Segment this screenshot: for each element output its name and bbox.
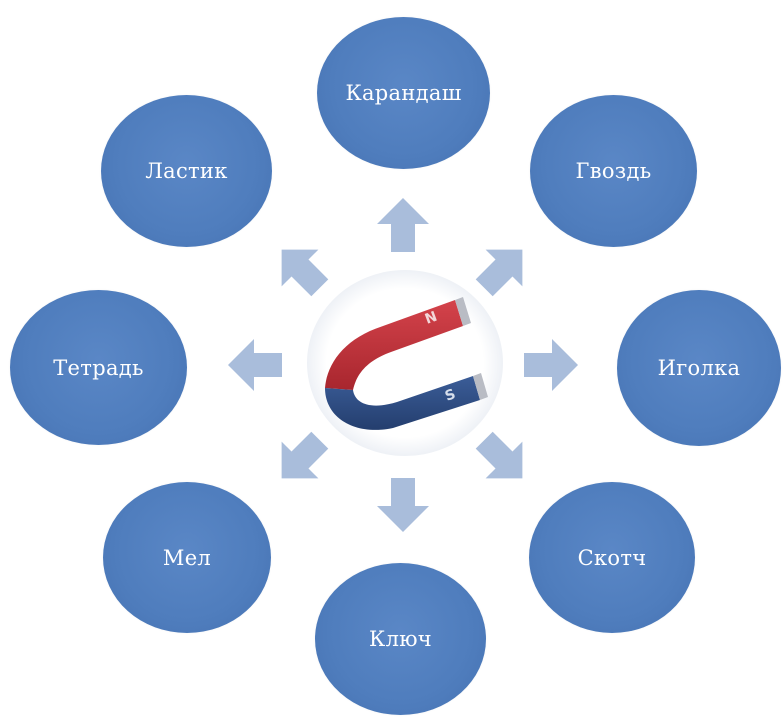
- node-label: Гвоздь: [575, 159, 652, 183]
- arrow-down-right-icon: [462, 418, 547, 503]
- node-bottom-right: Скотч: [529, 482, 695, 633]
- node-bottom-left: Мел: [103, 482, 271, 633]
- arrow-down-left-icon: [258, 418, 343, 503]
- arrow-up-left-icon: [258, 226, 343, 311]
- arrow-down-icon: [373, 476, 433, 536]
- node-label: Ключ: [369, 627, 432, 651]
- node-right: Иголка: [617, 290, 781, 446]
- arrow-right-icon: [522, 335, 582, 395]
- node-label: Тетрадь: [53, 355, 144, 380]
- node-label: Скотч: [577, 545, 647, 570]
- horseshoe-magnet-icon: N S: [305, 268, 505, 458]
- node-top-left: Ластик: [101, 95, 272, 247]
- node-label: Иголка: [657, 356, 741, 380]
- node-top: Карандаш: [317, 17, 490, 169]
- node-bottom: Ключ: [315, 563, 486, 715]
- node-label: Карандаш: [345, 81, 462, 105]
- arrow-up-icon: [373, 194, 433, 254]
- arrow-left-icon: [224, 335, 284, 395]
- pole-north-label: N: [423, 309, 439, 328]
- node-top-right: Гвоздь: [530, 95, 697, 247]
- arrow-up-right-icon: [462, 226, 547, 311]
- node-label: Ластик: [145, 159, 228, 183]
- node-left: Тетрадь: [10, 290, 187, 445]
- node-label: Мел: [162, 545, 212, 570]
